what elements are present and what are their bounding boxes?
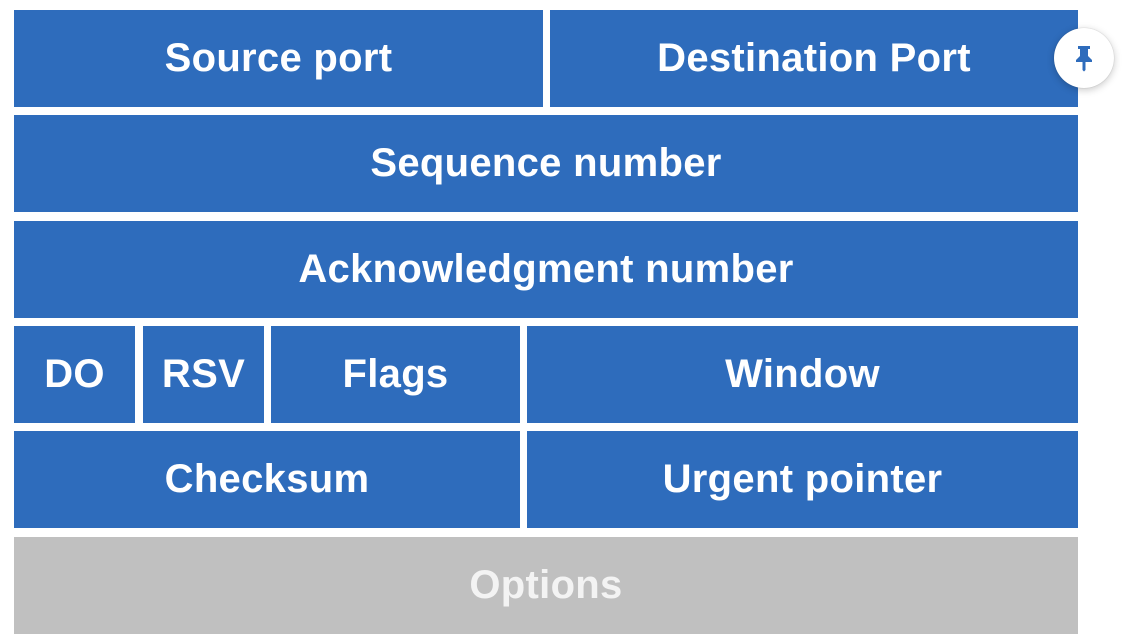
field-data-offset: DO (14, 326, 135, 423)
field-destination-port: Destination Port (550, 10, 1078, 107)
field-sequence-number: Sequence number (14, 115, 1078, 212)
field-acknowledgment-number: Acknowledgment number (14, 221, 1078, 318)
field-urgent-pointer: Urgent pointer (527, 431, 1078, 528)
field-options: Options (14, 537, 1078, 634)
pin-icon (1071, 44, 1097, 72)
field-window: Window (527, 326, 1078, 423)
field-reserved: RSV (143, 326, 264, 423)
pin-button[interactable] (1054, 28, 1114, 88)
field-checksum: Checksum (14, 431, 520, 528)
field-source-port: Source port (14, 10, 543, 107)
field-flags: Flags (271, 326, 520, 423)
